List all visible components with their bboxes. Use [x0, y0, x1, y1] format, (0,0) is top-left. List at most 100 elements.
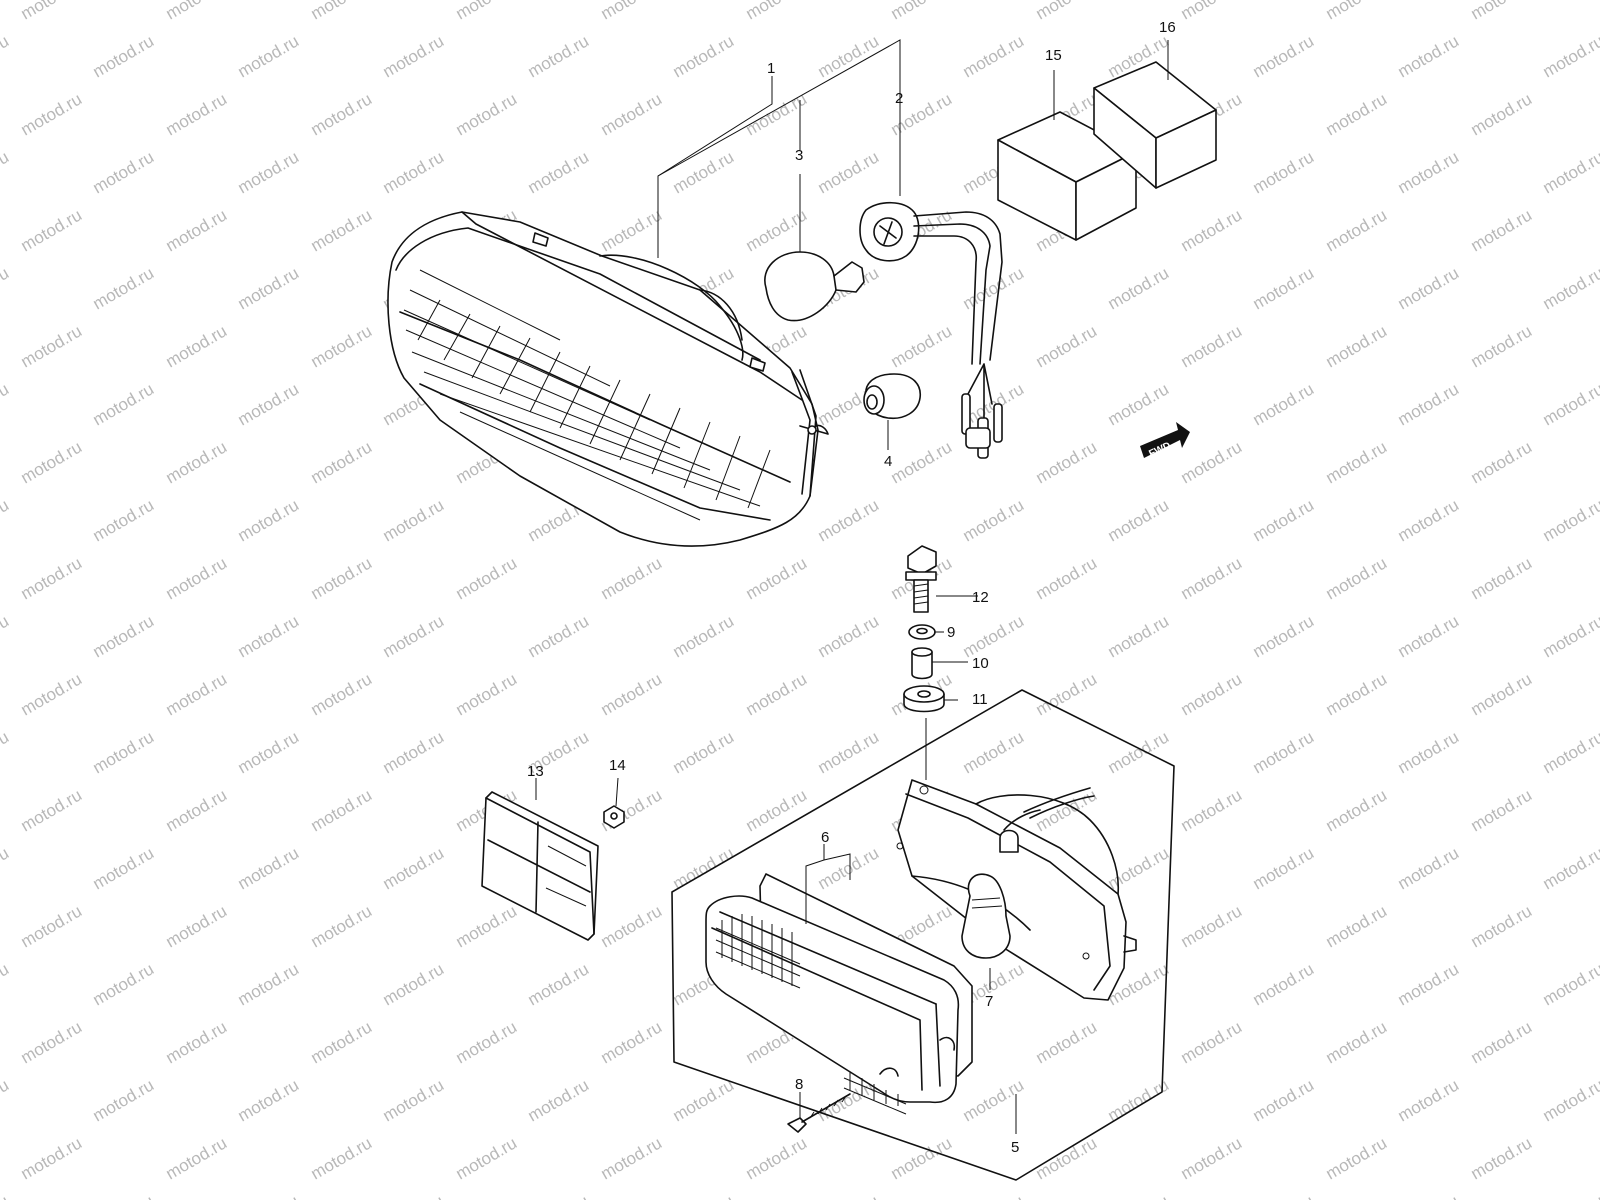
watermark-text: motod.ru	[1250, 611, 1318, 661]
watermark-text: motod.ru	[1250, 379, 1318, 429]
watermark-text: motod.ru	[235, 147, 303, 197]
watermark-text: motod.ru	[670, 31, 738, 81]
watermark-text: motod.ru	[235, 727, 303, 777]
watermark-text: motod.ru	[308, 321, 376, 371]
callout-6: 6	[821, 829, 829, 846]
watermark-text: motod.ru	[1323, 89, 1391, 139]
license-bulb	[961, 873, 1011, 959]
watermark-text: motod.ru	[1323, 901, 1391, 951]
watermark-text: motod.ru	[90, 31, 158, 81]
watermark-text: motod.ru	[1323, 669, 1391, 719]
watermark-text: motod.ru	[1468, 89, 1536, 139]
watermark-text: motod.ru	[960, 495, 1028, 545]
watermark-text: motod.ru	[380, 727, 448, 777]
watermark-text: motod.ru	[743, 785, 811, 835]
watermark-text: motod.ru	[453, 669, 521, 719]
watermark-text: motod.ru	[163, 1017, 231, 1067]
watermark-text: motod.ru	[0, 263, 12, 313]
callout-10: 10	[972, 655, 989, 672]
watermark-text: motod.ru	[1323, 321, 1391, 371]
watermark-text: motod.ru	[598, 901, 666, 951]
watermark-text: motod.ru	[1250, 1191, 1318, 1200]
watermark-text: motod.ru	[960, 31, 1028, 81]
watermark-text: motod.ru	[1323, 785, 1391, 835]
callout-5: 5	[1011, 1139, 1019, 1156]
callout-7: 7	[985, 993, 993, 1010]
watermark-text: motod.ru	[1468, 901, 1536, 951]
watermark-text: motod.ru	[163, 89, 231, 139]
watermark-text: motod.ru	[18, 321, 86, 371]
watermark-text: motod.ru	[1468, 321, 1536, 371]
watermark-text: motod.ru	[670, 843, 738, 893]
watermark-text: motod.ru	[1033, 0, 1101, 23]
watermark-text: motod.ru	[525, 1075, 593, 1125]
lens-hatching	[403, 269, 771, 521]
watermark-text: motod.ru	[888, 321, 956, 371]
watermark-text: motod.ru	[1323, 553, 1391, 603]
watermark-text: motod.ru	[525, 959, 593, 1009]
watermark-text: motod.ru	[90, 611, 158, 661]
watermark-text: motod.ru	[1395, 959, 1463, 1009]
watermark-text: motod.ru	[163, 901, 231, 951]
watermark-text: motod.ru	[380, 843, 448, 893]
watermark-text: motod.ru	[235, 959, 303, 1009]
watermark-text: motod.ru	[163, 437, 231, 487]
watermark-text: motod.ru	[163, 785, 231, 835]
watermark-text: motod.ru	[598, 89, 666, 139]
watermark-text: motod.ru	[598, 0, 666, 23]
watermark-text: motod.ru	[1468, 0, 1536, 23]
watermark-text: motod.ru	[1540, 727, 1600, 777]
watermark-text: motod.ru	[743, 1133, 811, 1183]
watermark-text: motod.ru	[1540, 1075, 1600, 1125]
watermark-text: motod.ru	[1250, 843, 1318, 893]
watermark-text: motod.ru	[1540, 843, 1600, 893]
watermark-text: motod.ru	[1250, 147, 1318, 197]
watermark-text: motod.ru	[815, 611, 883, 661]
watermark-text: motod.ru	[308, 437, 376, 487]
watermark-text: motod.ru	[90, 263, 158, 313]
watermark-text: motod.ru	[1178, 1017, 1246, 1067]
fwd-arrow-badge: FWD	[1140, 422, 1190, 460]
watermark-text: motod.ru	[525, 31, 593, 81]
watermark-text: motod.ru	[960, 1191, 1028, 1200]
watermark-text: motod.ru	[525, 147, 593, 197]
watermark-text: motod.ru	[1033, 785, 1101, 835]
watermark-text: motod.ru	[453, 0, 521, 23]
watermark-text: motod.ru	[525, 611, 593, 661]
washer	[908, 624, 936, 640]
watermark-text: motod.ru	[598, 669, 666, 719]
callout-14: 14	[609, 757, 626, 774]
watermark-text: motod.ru	[453, 1133, 521, 1183]
watermark-text: motod.ru	[1323, 0, 1391, 23]
watermark-text: motod.ru	[235, 379, 303, 429]
watermark-text: motod.ru	[453, 901, 521, 951]
lens-grid-hatching	[715, 914, 907, 1115]
watermark-text: motod.ru	[0, 495, 12, 545]
watermark-text: motod.ru	[598, 1017, 666, 1067]
watermark-text: motod.ru	[960, 611, 1028, 661]
nut	[603, 805, 625, 829]
watermark-text: motod.ru	[1033, 1133, 1101, 1183]
watermark-text: motod.ru	[1395, 1075, 1463, 1125]
watermark-text: motod.ru	[380, 1075, 448, 1125]
callout-labels: 1 2 3 4 5 6 7 8 9 10 11 12 13 14 15 16	[527, 19, 1176, 1156]
watermark-text: motod.ru	[18, 205, 86, 255]
watermark-text: motod.ru	[90, 843, 158, 893]
block-16	[1093, 61, 1217, 189]
watermark-text: motod.ru	[1323, 437, 1391, 487]
watermark-text: motod.ru	[598, 553, 666, 603]
watermark-text: motod.ru	[380, 959, 448, 1009]
watermark-text: motod.ru	[598, 1133, 666, 1183]
watermark-text: motod.ru	[670, 727, 738, 777]
watermark-text: motod.ru	[888, 1133, 956, 1183]
watermark-text: motod.ru	[453, 553, 521, 603]
watermark-text: motod.ru	[1178, 785, 1246, 835]
watermark-text: motod.ru	[308, 1017, 376, 1067]
watermark-text: motod.ru	[1468, 437, 1536, 487]
callout-3: 3	[795, 147, 803, 164]
watermark-text: motod.ru	[163, 0, 231, 23]
watermark-text: motod.ru	[888, 0, 956, 23]
watermark-text: motod.ru	[0, 727, 12, 777]
watermark-text: motod.ru	[90, 959, 158, 1009]
watermark-text: motod.ru	[0, 147, 12, 197]
